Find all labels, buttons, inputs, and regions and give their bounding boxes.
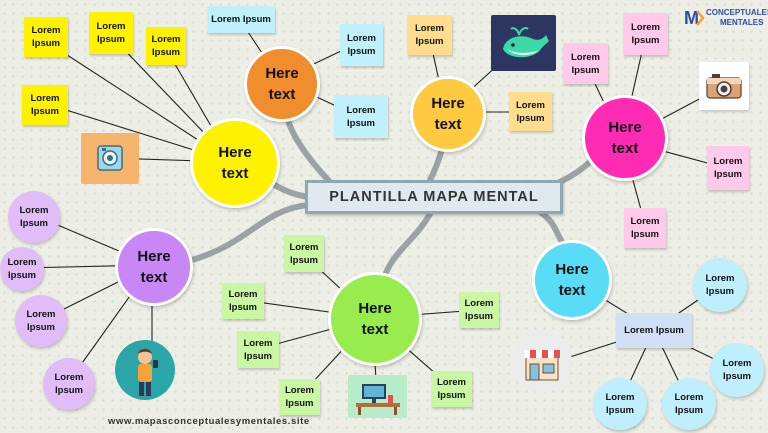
- leaf-purple-4: Lorem Ipsum: [43, 358, 95, 410]
- note-yellow-3: Lorem Ipsum: [146, 27, 186, 65]
- topic-yellow: Here text: [190, 118, 280, 208]
- note-magenta-1: Lorem Ipsum: [563, 43, 608, 84]
- brand-logo: M CONCEPTUALES MENTALES: [684, 7, 768, 29]
- note-magenta-3: Lorem Ipsum: [707, 146, 749, 190]
- note-green-5: Lorem Ipsum: [431, 371, 472, 407]
- note-green-4: Lorem Ipsum: [279, 379, 320, 415]
- leaf-cyan-3: Lorem Ipsum: [662, 378, 716, 430]
- note-yellow-4: Lorem Ipsum: [22, 85, 68, 125]
- note-green-3: Lorem Ipsum: [237, 331, 279, 368]
- note-gold-2: Lorem Ipsum: [509, 92, 552, 131]
- note-orange-3: Lorem Ipsum: [334, 95, 388, 138]
- note-orange-2: Lorem Ipsum: [340, 24, 383, 66]
- note-yellow-1: Lorem Ipsum: [24, 17, 68, 57]
- whale-icon: [491, 15, 556, 71]
- topic-cyan: Here text: [532, 240, 612, 320]
- footer-url[interactable]: www.mapasconceptualesymentales.site: [108, 416, 310, 427]
- topic-purple: Here text: [115, 228, 193, 306]
- note-cyan-hub: Lorem Ipsum: [616, 313, 692, 348]
- note-magenta-2: Lorem Ipsum: [623, 13, 668, 55]
- leaf-purple-1: Lorem Ipsum: [8, 191, 60, 243]
- logo-line-1: CONCEPTUALES: [706, 8, 768, 17]
- leaf-cyan-1: Lorem Ipsum: [693, 258, 747, 312]
- note-orange-1: Lorem Ipsum: [207, 6, 275, 33]
- topic-green: Here text: [328, 272, 422, 366]
- note-magenta-4: Lorem Ipsum: [624, 208, 666, 248]
- person-icon: [115, 340, 175, 400]
- radio-icon: [81, 133, 139, 184]
- note-yellow-2: Lorem Ipsum: [89, 12, 133, 54]
- shop-icon: [512, 332, 572, 392]
- desk-icon: [348, 375, 407, 418]
- camera-icon: [699, 62, 749, 110]
- note-green-1: Lorem Ipsum: [284, 235, 324, 272]
- leaf-cyan-2: Lorem Ipsum: [710, 343, 764, 397]
- topic-gold: Here text: [410, 76, 486, 152]
- leaf-purple-2: Lorem Ipsum: [0, 247, 44, 291]
- svg-text:M: M: [684, 8, 699, 28]
- topic-magenta: Here text: [582, 95, 668, 181]
- leaf-cyan-4: Lorem Ipsum: [593, 378, 647, 430]
- central-title: PLANTILLA MAPA MENTAL: [305, 180, 563, 214]
- logo-line-2: MENTALES: [720, 18, 764, 27]
- note-green-2: Lorem Ipsum: [222, 283, 264, 319]
- leaf-purple-3: Lorem Ipsum: [15, 295, 67, 347]
- note-gold-1: Lorem Ipsum: [407, 15, 452, 55]
- topic-orange: Here text: [244, 46, 320, 122]
- note-green-6: Lorem Ipsum: [459, 292, 499, 328]
